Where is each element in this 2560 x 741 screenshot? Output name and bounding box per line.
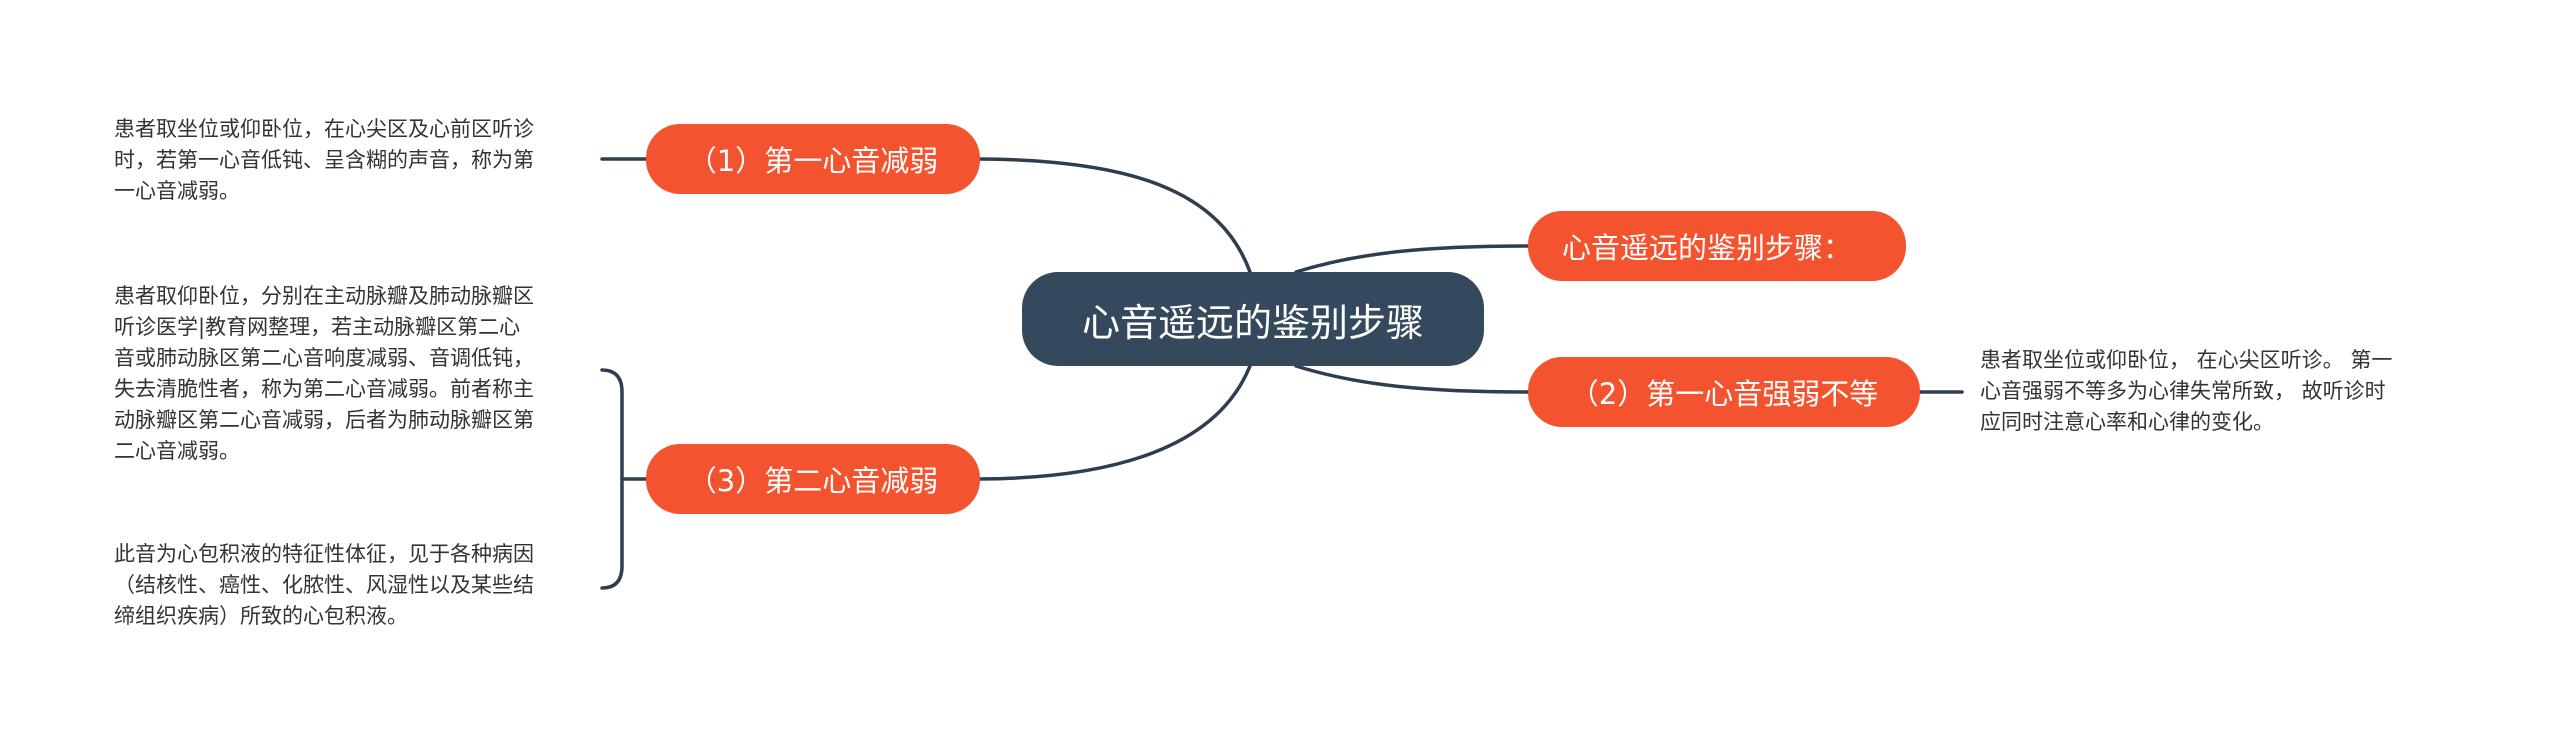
note-line: 动脉瓣区第二心音减弱，后者为肺动脉瓣区第 (114, 408, 534, 432)
note-line: 时，若第一心音低钝、呈含糊的声音，称为第 (114, 148, 534, 172)
note-line: 音或肺动脉区第二心音响度减弱、音调低钝， (114, 346, 534, 370)
topic-second-sound-weakened-label: （3）第二心音减弱 (687, 464, 939, 498)
root-topic-label: 心音遥远的鉴别步骤 (1081, 300, 1424, 345)
note-first-sound-unequal: 患者取坐位或仰卧位， 在心尖区听诊。 第一 心音强弱不等多为心律失常所致， 故听… (1980, 345, 2392, 438)
note-line: 心音强弱不等多为心律失常所致， 故听诊时 (1980, 379, 2386, 403)
topic-first-sound-unequal[interactable]: （2）第一心音强弱不等 (1528, 357, 1920, 427)
topic-first-sound-unequal-label: （2）第一心音强弱不等 (1569, 377, 1879, 411)
note-line: 二心音减弱。 (114, 439, 240, 463)
note-second-sound-weakened-description: 患者取仰卧位，分别在主动脉瓣及肺动脉瓣区 听诊医学|教育网整理，若主动脉瓣区第二… (114, 281, 534, 467)
note-line: 患者取坐位或仰卧位， 在心尖区听诊。 第一 (1980, 348, 2393, 372)
note-line: 听诊医学|教育网整理，若主动脉瓣区第二心 (114, 315, 521, 339)
note-line: 此音为心包积液的特征性体征，见于各种病因 (114, 542, 534, 566)
note-line: 失去清脆性者，称为第二心音减弱。前者称主 (114, 377, 534, 401)
note-line: 患者取坐位或仰卧位，在心尖区及心前区听诊 (114, 117, 534, 141)
note-first-sound-weakened: 患者取坐位或仰卧位，在心尖区及心前区听诊 时，若第一心音低钝、呈含糊的声音，称为… (114, 114, 534, 207)
topic-identification-steps-label: 心音遥远的鉴别步骤： (1562, 231, 1853, 265)
note-second-sound-weakened-pericardial: 此音为心包积液的特征性体征，见于各种病因 （结核性、癌性、化脓性、风湿性以及某些… (114, 539, 534, 632)
root-topic[interactable]: 心音遥远的鉴别步骤 (1022, 272, 1484, 366)
note-line: （结核性、癌性、化脓性、风湿性以及某些结 (114, 573, 534, 597)
edge-root-first-unequal (1294, 364, 1530, 394)
topic-identification-steps[interactable]: 心音遥远的鉴别步骤： (1528, 211, 1906, 281)
note-line: 缔组织疾病）所致的心包积液。 (114, 604, 408, 628)
second-weak-note-bracket (600, 368, 624, 590)
note-line: 患者取仰卧位，分别在主动脉瓣及肺动脉瓣区 (114, 284, 534, 308)
edge-root-steps (1294, 244, 1530, 274)
note-line: 一心音减弱。 (114, 179, 240, 203)
topic-first-sound-weakened-label: （1）第一心音减弱 (687, 144, 939, 178)
edge-root-first-weak (978, 157, 1252, 274)
note-line: 应同时注意心率和心律的变化。 (1980, 410, 2274, 434)
topic-first-sound-weakened[interactable]: （1）第一心音减弱 (646, 124, 980, 194)
topic-second-sound-weakened[interactable]: （3）第二心音减弱 (646, 444, 980, 514)
edge-root-second-weak (978, 364, 1252, 481)
